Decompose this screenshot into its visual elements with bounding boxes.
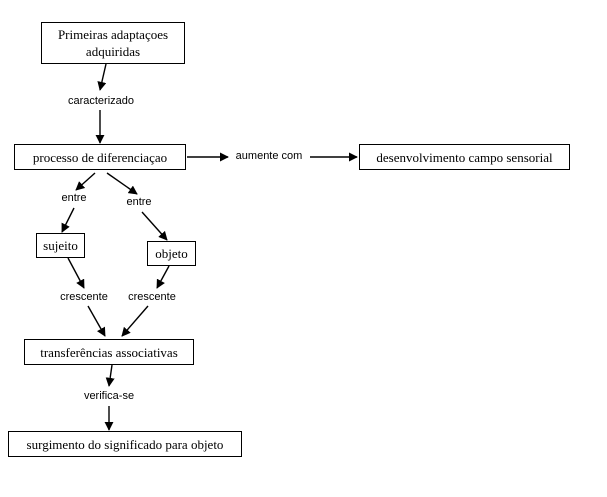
edge-label-crescente-objeto: crescente xyxy=(123,291,181,304)
node-label: Primeiras adaptaçoes adquiridas xyxy=(57,27,169,59)
edge-crescente-to-transferencias-right xyxy=(121,305,149,337)
node-objeto[interactable]: objeto xyxy=(147,241,196,266)
node-processo-diferenciacao[interactable]: processo de diferenciaçao xyxy=(14,144,186,170)
node-surgimento-significado[interactable]: surgimento do significado para objeto xyxy=(8,431,242,457)
edge-label-aumente-com: aumente com xyxy=(232,150,306,163)
edge-entre-to-objeto xyxy=(141,211,168,241)
edge-processo-to-entre-sujeito xyxy=(75,172,96,191)
edge-entre-to-sujeito xyxy=(61,207,75,233)
edge-label-entre-sujeito: entre xyxy=(58,192,90,205)
edge-crescente-to-transferencias-left xyxy=(87,305,106,337)
edge-label-crescente-sujeito: crescente xyxy=(55,291,113,304)
edge-label-verifica-se: verifica-se xyxy=(77,390,141,403)
edge-transferencias-to-verifica xyxy=(105,364,115,387)
edge-label-caracterizado: caracterizado xyxy=(59,95,143,108)
edge-sujeito-to-crescente xyxy=(67,257,85,289)
edge-label-entre-objeto: entre xyxy=(123,196,155,209)
node-primeiras-adaptacoes[interactable]: Primeiras adaptaçoes adquiridas xyxy=(41,22,185,64)
node-sujeito[interactable]: sujeito xyxy=(36,233,85,258)
edge-processo-to-entre-objeto xyxy=(106,172,138,195)
edge-objeto-to-crescente xyxy=(156,265,170,289)
node-desenvolvimento-campo-sensorial[interactable]: desenvolvimento campo sensorial xyxy=(359,144,570,170)
node-transferencias-associativas[interactable]: transferências associativas xyxy=(24,339,194,365)
edge-adaptacoes-to-caracterizado xyxy=(97,63,107,91)
